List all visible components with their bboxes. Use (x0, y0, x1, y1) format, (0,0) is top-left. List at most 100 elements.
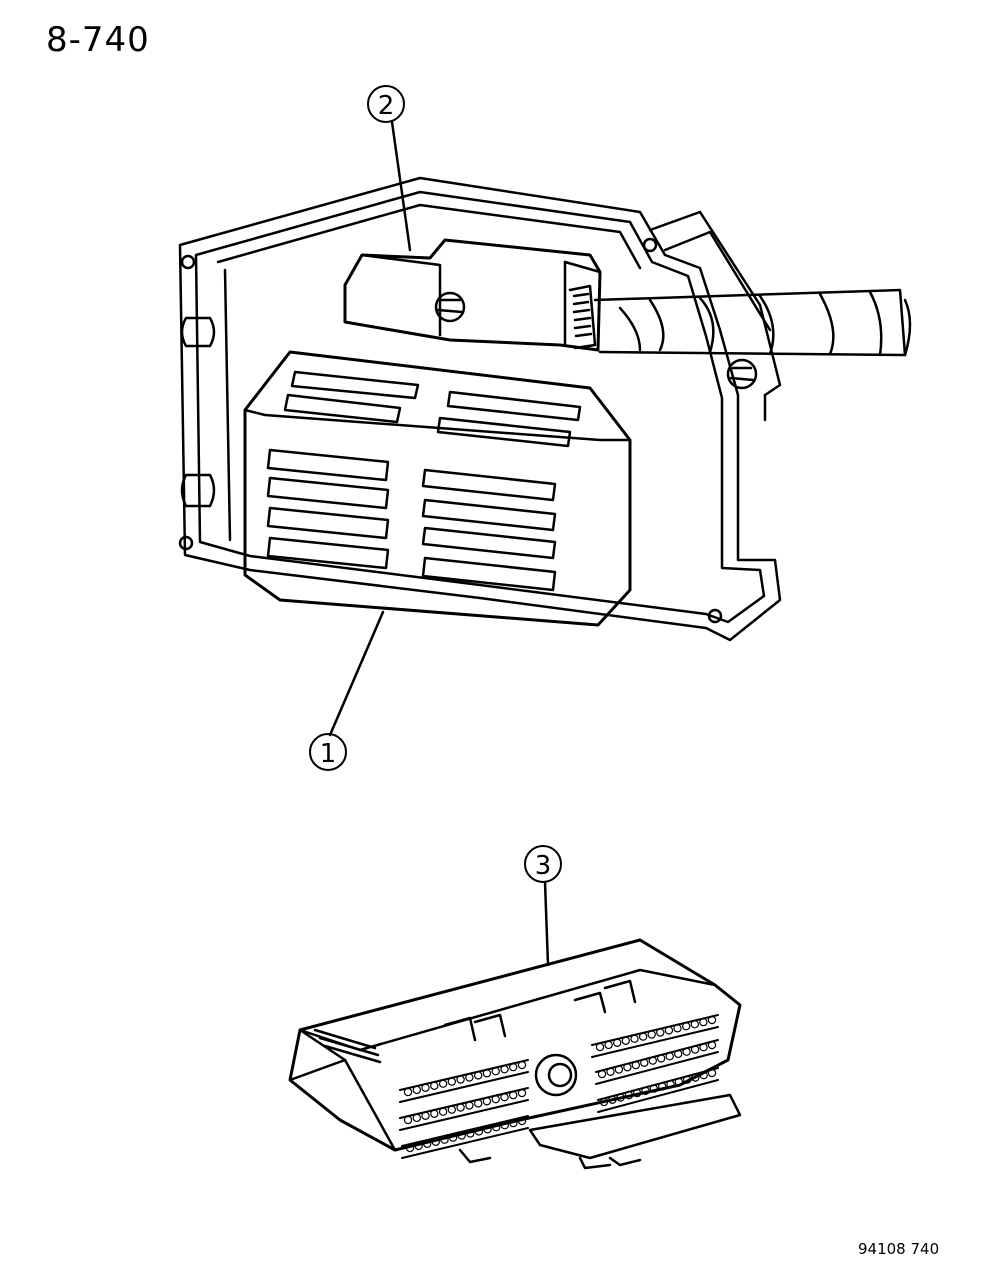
connector-pin (423, 1139, 432, 1149)
connector-pin (509, 1118, 518, 1128)
connector-pin (608, 1095, 617, 1105)
connector-pin (682, 1021, 691, 1031)
connector-pin (412, 1085, 421, 1095)
connector-pin (633, 1088, 642, 1098)
connector-pin (656, 1028, 665, 1037)
callout-1: 1 (309, 610, 385, 771)
connector-pin (640, 1058, 649, 1068)
connector-pin (430, 1081, 439, 1091)
mounting-plate (178, 176, 782, 642)
connector-pin (438, 1079, 448, 1088)
connector-pin (412, 1113, 421, 1123)
connector-pin (456, 1075, 465, 1084)
connector-pin (699, 1070, 708, 1080)
page-number: 8-740 (46, 20, 150, 60)
connector-pin (465, 1073, 474, 1082)
connector-pin (699, 1017, 708, 1027)
connector-pin (614, 1065, 624, 1074)
connector-pin (613, 1038, 622, 1048)
connector-pin (707, 1015, 717, 1025)
connector-pin (623, 1063, 632, 1072)
connector-pin (517, 1060, 527, 1070)
connector-pin (641, 1086, 650, 1096)
connector-pin (447, 1105, 456, 1114)
connector-pin (465, 1101, 474, 1110)
connector-pin (403, 1087, 413, 1097)
connector-pin (630, 1034, 639, 1043)
connector-pin (403, 1115, 413, 1125)
connector-pin (482, 1069, 492, 1078)
connector-pin (649, 1084, 659, 1093)
connector-pin (624, 1091, 634, 1100)
connector-pin (690, 1019, 700, 1029)
figure-code: 94108 740 (858, 1240, 940, 1258)
connector-pin (421, 1111, 430, 1121)
connector-pin (674, 1049, 683, 1059)
connector-pin (491, 1066, 500, 1076)
connector-pins (403, 1015, 717, 1153)
callout-2-label: 2 (378, 91, 395, 121)
connector-pin (604, 1040, 613, 1050)
connector-pin (621, 1036, 631, 1046)
callout-1-label: 1 (320, 739, 337, 769)
connector-pin (674, 1077, 684, 1087)
connector-pin (595, 1042, 605, 1052)
wiring-harness (593, 288, 912, 357)
connector-pin (431, 1137, 440, 1147)
connector-pin (606, 1067, 615, 1077)
connector-pin (682, 1075, 692, 1084)
connector-pin (673, 1024, 682, 1033)
connector-pin-rows (399, 1014, 719, 1159)
bolt (726, 358, 758, 390)
connector-pin (474, 1127, 484, 1136)
connector-pin (699, 1042, 708, 1052)
connector-pin (707, 1040, 717, 1050)
connector-pin (509, 1062, 518, 1072)
connector-pin (664, 1026, 674, 1035)
connector-pin (474, 1071, 483, 1080)
connector-pin (665, 1051, 674, 1061)
connector-pin (492, 1122, 501, 1132)
connector-pin (483, 1125, 492, 1134)
connector-pin (430, 1109, 439, 1119)
connector-pin (509, 1090, 518, 1100)
connector-pin (491, 1094, 500, 1104)
connector-pin (657, 1054, 666, 1063)
connector-pin (631, 1060, 641, 1070)
callout-2: 2 (367, 85, 412, 252)
connector-pin (500, 1092, 509, 1102)
connector-pin (690, 1045, 700, 1054)
connector-pin (658, 1082, 667, 1091)
connector-pin (647, 1030, 656, 1039)
connector-pin (500, 1120, 509, 1130)
connector-pin (448, 1133, 458, 1142)
connector-pin (405, 1143, 415, 1153)
connector-pin (648, 1056, 658, 1065)
connector-bracket (343, 238, 602, 352)
connector-pin (466, 1129, 475, 1138)
connector-pin (616, 1093, 625, 1102)
module-housing (243, 350, 632, 627)
connector-pin (517, 1088, 527, 1098)
connector-pin (666, 1079, 675, 1089)
connector-pin (457, 1131, 466, 1140)
connector-pin (482, 1097, 492, 1106)
connector-pin (691, 1073, 700, 1082)
connector-pin (438, 1107, 448, 1116)
connector-pin (500, 1064, 509, 1074)
connector-pin (447, 1077, 456, 1086)
connector-pin (682, 1047, 691, 1056)
connector-pin (440, 1135, 449, 1144)
connector-pin (414, 1141, 423, 1151)
connector-pin (474, 1099, 483, 1108)
connector-pin (421, 1083, 430, 1093)
connector-pin (597, 1069, 607, 1079)
connector-pin (517, 1116, 527, 1126)
connector-pin (638, 1032, 648, 1041)
connector-pin (456, 1103, 465, 1112)
connector-pin (599, 1097, 609, 1107)
callout-3: 3 (524, 845, 562, 967)
callout-3-label: 3 (535, 851, 552, 881)
connector-pin (707, 1068, 717, 1078)
